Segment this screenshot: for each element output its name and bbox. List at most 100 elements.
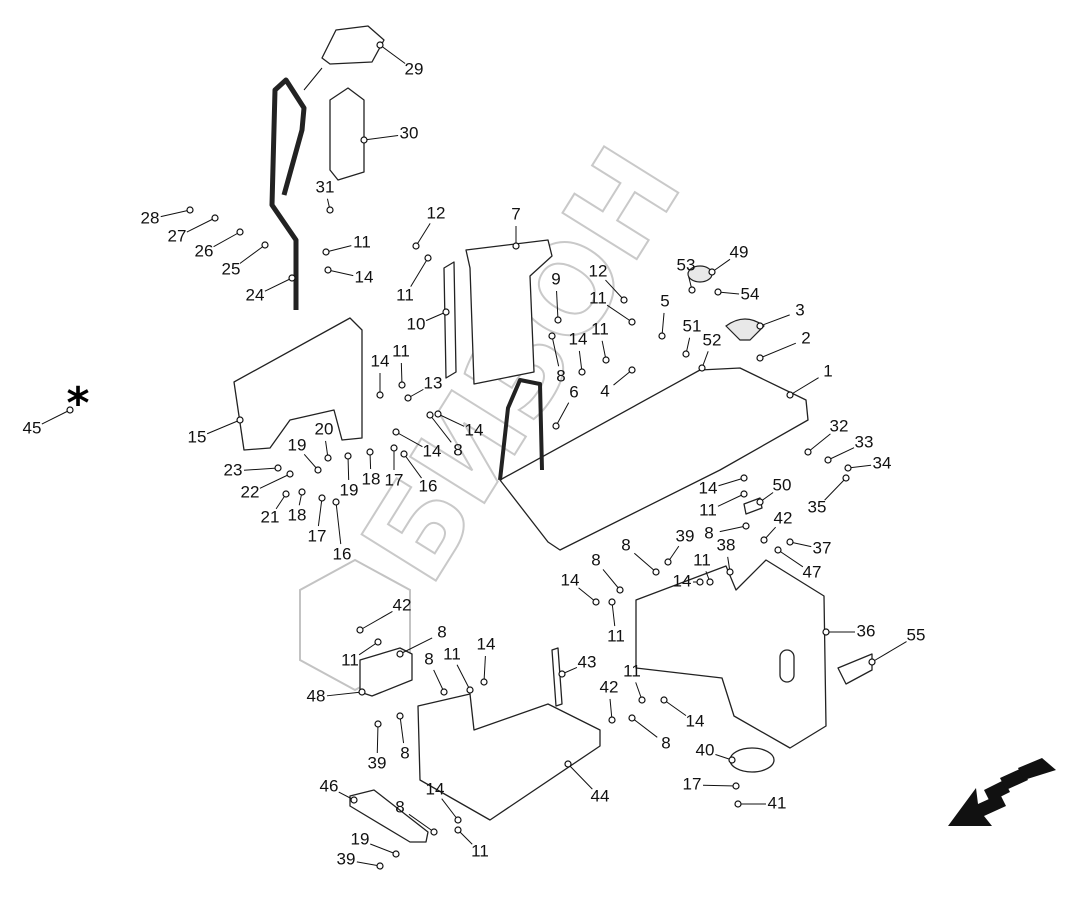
hardware-part [554,316,562,324]
leader-line [206,419,241,435]
callout-11: 11 [693,550,714,586]
callout-number: 8 [437,622,446,641]
hardware-part [454,826,462,834]
leader-line [317,497,323,527]
hardware-part [756,354,764,362]
leader-line [456,664,471,691]
callout-49: 49 [708,242,748,276]
leader-line [259,473,291,489]
callout-number: 11 [693,550,711,569]
callout-42: 42 [600,677,619,724]
callout-11: 11 [322,232,371,256]
hardware-part [404,394,412,402]
hardware-part [628,318,636,326]
callout-1: 1 [786,361,833,399]
callout-number: 8 [556,366,565,385]
leader-line [824,477,847,501]
callout-number: 14 [465,420,484,439]
hardware-part [480,678,488,686]
hardware-part [350,796,358,804]
callout-number: 34 [873,453,892,472]
callout-number: 7 [511,204,520,223]
leader-line [633,552,657,573]
hardware-part [434,410,442,418]
hardware-part [628,714,636,722]
hardware-part [454,816,462,824]
callout-number: 11 [591,319,609,338]
callout-number: 51 [683,316,702,335]
part-24-handle [269,77,307,310]
callout-14: 14 [561,570,600,606]
callout-number: 18 [362,469,381,488]
part-1-frame-arch [498,378,544,481]
callout-number: 39 [337,849,356,868]
callout-48: 48 [307,686,366,705]
callout-number: 11 [443,644,461,663]
callout-number: 33 [855,432,874,451]
callout-8: 8 [704,522,750,542]
callout-8: 8 [628,714,671,752]
hardware-part [760,536,768,544]
hardware-part [426,411,434,419]
hardware-part [548,332,556,340]
callout-number: 15 [188,427,207,446]
callout-number: 9 [551,269,560,288]
asterisk-marker: * [66,378,89,429]
leader-line [359,611,393,631]
leader-line [425,311,447,322]
hardware-part [392,428,400,436]
callout-39: 39 [664,526,694,566]
callout-15: 15 [188,416,244,446]
leader-line [437,413,465,427]
callout-27: 27 [168,214,219,245]
callout-number: 55 [907,625,926,644]
hardware-part [608,716,616,724]
hardware-part [558,670,566,678]
leader-line [759,314,790,327]
callout-number: 53 [677,255,696,274]
callout-number: 11 [699,500,717,519]
callout-number: 5 [660,291,669,310]
hardware-part [698,364,706,372]
leader-line [239,244,266,264]
hardware-part [236,416,244,424]
callout-55: 55 [868,625,926,666]
leader-line [399,637,433,655]
hardware-part [616,586,624,594]
callout-19: 19 [288,435,322,474]
callout-53: 53 [677,255,696,294]
callout-number: 25 [222,259,241,278]
part-36-slot [779,649,795,683]
callout-number: 14 [423,441,442,460]
hardware-part [706,578,714,586]
leader-line [400,362,403,386]
hardware-part [324,266,332,274]
leader-line [555,402,570,427]
callout-43: 43 [558,652,596,678]
hardware-part [512,242,520,250]
callout-22: 22 [241,470,294,501]
callout-7: 7 [511,204,521,250]
hardware-part [578,368,586,376]
callout-number: 14 [426,779,445,798]
callout-number: 32 [830,416,849,435]
callout-number: 8 [400,743,409,762]
leader-line [602,569,621,591]
hardware-part [844,464,852,472]
callout-5: 5 [658,291,670,340]
leader-line [613,369,633,386]
leader-line [415,223,431,247]
callout-39: 39 [337,849,384,870]
callout-number: 11 [396,285,414,304]
callout-number: 27 [168,226,187,245]
callout-number: 19 [340,480,359,499]
hardware-part [66,406,74,414]
hardware-part [430,828,438,836]
front-direction-arrow-icon [948,758,1056,826]
callout-number: 42 [600,677,619,696]
callout-number: 3 [795,300,804,319]
hardware-part [628,366,636,374]
callout-number: 1 [823,361,832,380]
hardware-part [390,444,398,452]
